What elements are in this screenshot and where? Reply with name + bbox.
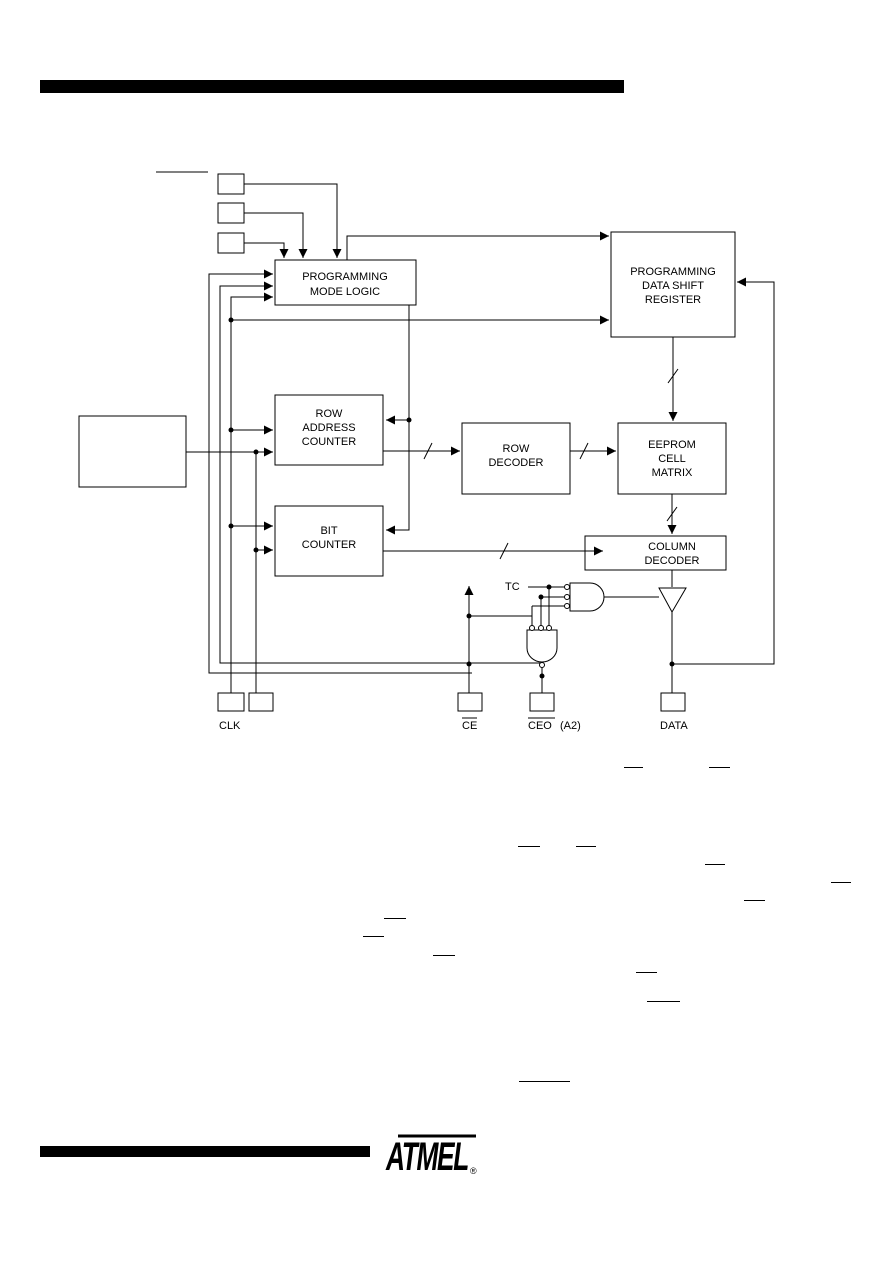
overline-fragment bbox=[518, 846, 540, 847]
wire-pin2-to-pml bbox=[244, 212, 308, 258]
bit-counter-block: BIT COUNTER bbox=[274, 505, 384, 577]
rac-line-1: ROW bbox=[316, 408, 344, 420]
pdsr-line-2: DATA SHIFT bbox=[642, 280, 704, 292]
output-buffer-icon bbox=[658, 587, 687, 614]
ce-label: CE bbox=[462, 720, 477, 732]
eeprom-cell-matrix-block: EEPROM CELL MATRIX bbox=[617, 422, 727, 495]
junction-dot bbox=[228, 427, 234, 433]
overline-fragment bbox=[624, 767, 643, 768]
inverter-bubble bbox=[564, 584, 570, 590]
rac-line-2: ADDRESS bbox=[302, 422, 355, 434]
pin-data bbox=[660, 692, 686, 712]
row-decoder-block: ROW DECODER bbox=[461, 422, 571, 495]
eeprom-line-3: MATRIX bbox=[652, 467, 693, 479]
rac-line-3: COUNTER bbox=[302, 436, 356, 448]
junction-dot bbox=[253, 449, 259, 455]
wire-pin3-to-pml bbox=[244, 242, 289, 258]
wire-data-to-pdsr bbox=[672, 277, 775, 665]
pin-unlabeled bbox=[248, 692, 274, 712]
inverter-bubble bbox=[538, 625, 544, 631]
inverter-bubble bbox=[564, 603, 570, 609]
eeprom-line-1: EEPROM bbox=[648, 439, 696, 451]
atmel-logo: ATMEL ® bbox=[385, 1134, 477, 1176]
overline-fragment bbox=[576, 846, 596, 847]
ceo-note-label: (A2) bbox=[560, 720, 581, 732]
pin-ceo bbox=[529, 692, 555, 712]
junction-dot bbox=[228, 317, 234, 323]
overline-fragment bbox=[709, 767, 730, 768]
junction-dot bbox=[228, 523, 234, 529]
junction-dot bbox=[253, 547, 259, 553]
clk-label: CLK bbox=[219, 720, 241, 732]
inverter-bubble bbox=[546, 625, 552, 631]
pin-clk bbox=[217, 692, 245, 712]
junction-dot bbox=[466, 613, 472, 619]
ceo-label: CEO bbox=[528, 720, 552, 732]
programming-data-shift-register-block: PROGRAMMING DATA SHIFT REGISTER bbox=[610, 231, 736, 338]
rd-line-2: DECODER bbox=[488, 457, 543, 469]
row-address-counter-block: ROW ADDRESS COUNTER bbox=[274, 394, 384, 466]
overline-fragment bbox=[831, 882, 851, 883]
pml-line-2: MODE LOGIC bbox=[310, 286, 380, 298]
inverter-bubble bbox=[564, 594, 570, 600]
data-label: DATA bbox=[660, 720, 688, 732]
inverter-bubble bbox=[529, 625, 535, 631]
bus-slash bbox=[499, 542, 509, 560]
rd-line-1: ROW bbox=[503, 443, 531, 455]
pml-line-1: PROGRAMMING bbox=[302, 271, 388, 283]
overline-fragment bbox=[363, 936, 384, 937]
input-pin-1 bbox=[217, 173, 245, 195]
bus-slash bbox=[579, 442, 589, 460]
wire-pin1-to-pml bbox=[244, 183, 342, 258]
bc-line-1: BIT bbox=[320, 525, 337, 537]
overline-fragment bbox=[647, 1001, 680, 1002]
wire-ceo-to-pml bbox=[219, 281, 542, 664]
wire-clk-to-pml bbox=[230, 292, 273, 693]
eeprom-line-2: CELL bbox=[658, 453, 686, 465]
bus-slash bbox=[666, 506, 678, 522]
inverter-bubble bbox=[539, 662, 545, 668]
overline-fragment bbox=[705, 864, 725, 865]
tc-label: TC bbox=[505, 581, 520, 593]
wire-ce-to-pml bbox=[208, 269, 472, 674]
pdsr-line-3: REGISTER bbox=[645, 294, 701, 306]
junction-dot bbox=[539, 673, 545, 679]
programming-mode-logic-block: PROGRAMMING MODE LOGIC bbox=[274, 259, 417, 306]
wire-pml-to-bit-counter bbox=[386, 305, 410, 535]
and-gate-icon bbox=[569, 582, 605, 612]
wire-pml-to-pdsr bbox=[346, 231, 609, 260]
registered-mark: ® bbox=[470, 1166, 477, 1176]
junction-dot bbox=[406, 417, 412, 423]
overline-fragment bbox=[384, 918, 406, 919]
bus-slash bbox=[667, 368, 679, 384]
logo-text: ATMEL bbox=[385, 1135, 468, 1176]
overline-fragment bbox=[433, 955, 455, 956]
header-rule bbox=[40, 80, 624, 93]
cd-line-2: DECODER bbox=[644, 555, 699, 567]
nand-gate-icon bbox=[526, 629, 558, 663]
external-block bbox=[78, 415, 187, 488]
column-decoder-block: COLUMN DECODER bbox=[584, 535, 727, 571]
input-pin-2 bbox=[217, 202, 245, 224]
input-pin-3 bbox=[217, 232, 245, 254]
junction-dot bbox=[466, 661, 472, 667]
pin-ce bbox=[457, 692, 483, 712]
cd-line-1: COLUMN bbox=[648, 541, 696, 553]
bc-line-2: COUNTER bbox=[302, 539, 356, 551]
overline-fragment bbox=[744, 900, 765, 901]
overline-fragment bbox=[636, 972, 657, 973]
overline-fragment bbox=[519, 1081, 570, 1082]
bus-slash bbox=[423, 442, 433, 460]
footer-rule bbox=[40, 1146, 370, 1157]
pdsr-line-1: PROGRAMMING bbox=[630, 266, 716, 278]
